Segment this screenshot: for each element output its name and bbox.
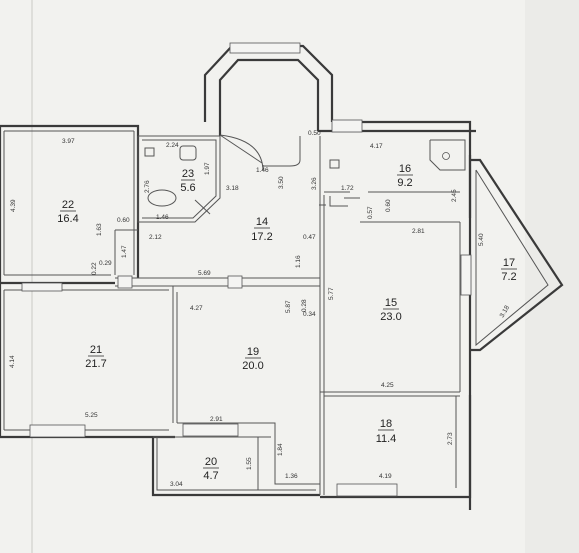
dimension-label: 5.25 [85,412,98,419]
dimension-label: 1.36 [285,473,298,480]
dimension-label: 1.72 [341,185,354,192]
dimension-label: 0.50 [308,130,321,137]
dimension-label: 4.25 [381,382,394,389]
dimension-label: 2.81 [412,228,425,235]
room-label-19: 19 20.0 [242,346,263,372]
dimension-label: 4.17 [370,143,383,150]
room-label-21: 21 21.7 [85,344,106,370]
dimension-label: 1.63 [96,223,103,236]
room-area: 9.2 [397,177,412,189]
dimension-label: 1.46 [156,214,169,221]
dimension-label: 4.19 [379,473,392,480]
dimension-label: 1.55 [246,457,253,470]
room-area: 21.7 [85,358,106,370]
room-area: 11.4 [376,433,397,445]
room-label-16: 16 9.2 [397,163,413,189]
room-label-20: 20 4.7 [203,456,219,482]
dimension-label: 0.47 [303,234,316,241]
room-number: 22 [62,199,74,211]
paper-edge-shade [525,0,579,553]
dimension-label: 0.60 [117,217,130,224]
dimension-label: 5.40 [478,233,485,246]
dimension-label: 3.26 [311,177,318,190]
room-area: 17.2 [251,231,272,243]
dimension-label: 5.77 [328,287,335,300]
dimension-label: 0.57 [367,206,374,219]
dimension-label: 3.50 [278,176,285,189]
dimension-label: 1.84 [277,443,284,456]
room-area: 16.4 [57,213,78,225]
dimension-label: 1.97 [204,162,211,175]
dimension-label: 0.34 [303,311,316,318]
dimension-label: 5.87 [285,300,292,313]
room-area: 5.6 [180,182,195,194]
dimension-label: 2.91 [210,416,223,423]
room-area: 23.0 [380,311,401,323]
room-number: 15 [385,297,397,309]
dimension-label: 0.29 [99,260,112,267]
room-label-18: 18 11.4 [376,418,397,445]
inner-walls [3,130,549,495]
room-label-14: 14 17.2 [251,216,272,243]
room-label-22: 22 16.4 [57,199,78,225]
dimension-label: 4.39 [10,199,17,212]
room-number: 18 [380,418,392,430]
room-number: 14 [256,216,268,228]
dimension-label: 2.45 [451,189,458,202]
room-number: 21 [90,344,102,356]
dimension-label: 3.04 [170,481,183,488]
dimension-label: 2.24 [166,142,179,149]
dimension-label: 4.14 [9,355,16,368]
windows [21,42,472,497]
dimension-label: 0.60 [385,199,392,212]
door-swings [194,134,360,215]
room-area: 20.0 [242,360,263,372]
room-number: 23 [182,168,194,180]
room-number: 16 [399,163,411,175]
dimension-label: 3.18 [226,185,239,192]
room-number: 19 [247,346,259,358]
dimension-label: 1.47 [121,245,128,258]
dimension-label: 2.12 [149,234,162,241]
room-label-17: 17 7.2 [501,257,517,283]
room-label-15: 15 23.0 [380,297,401,323]
dimension-label: 0.22 [91,262,98,275]
dimension-label: 0.28 [301,299,308,312]
dimension-label: 2.76 [144,180,151,193]
dimension-label: 1.16 [295,255,302,268]
dimension-label: 3.97 [62,138,75,145]
dimension-label: 4.27 [190,305,203,312]
room-number: 20 [205,456,217,468]
room-label-23: 23 5.6 [180,168,195,194]
room-area: 7.2 [501,271,516,283]
dimension-label: 2.73 [447,432,454,445]
dimension-label: 5.69 [198,270,211,277]
room-area: 4.7 [203,470,218,482]
dimension-label: 1.46 [256,167,269,174]
room-number: 17 [503,257,515,269]
